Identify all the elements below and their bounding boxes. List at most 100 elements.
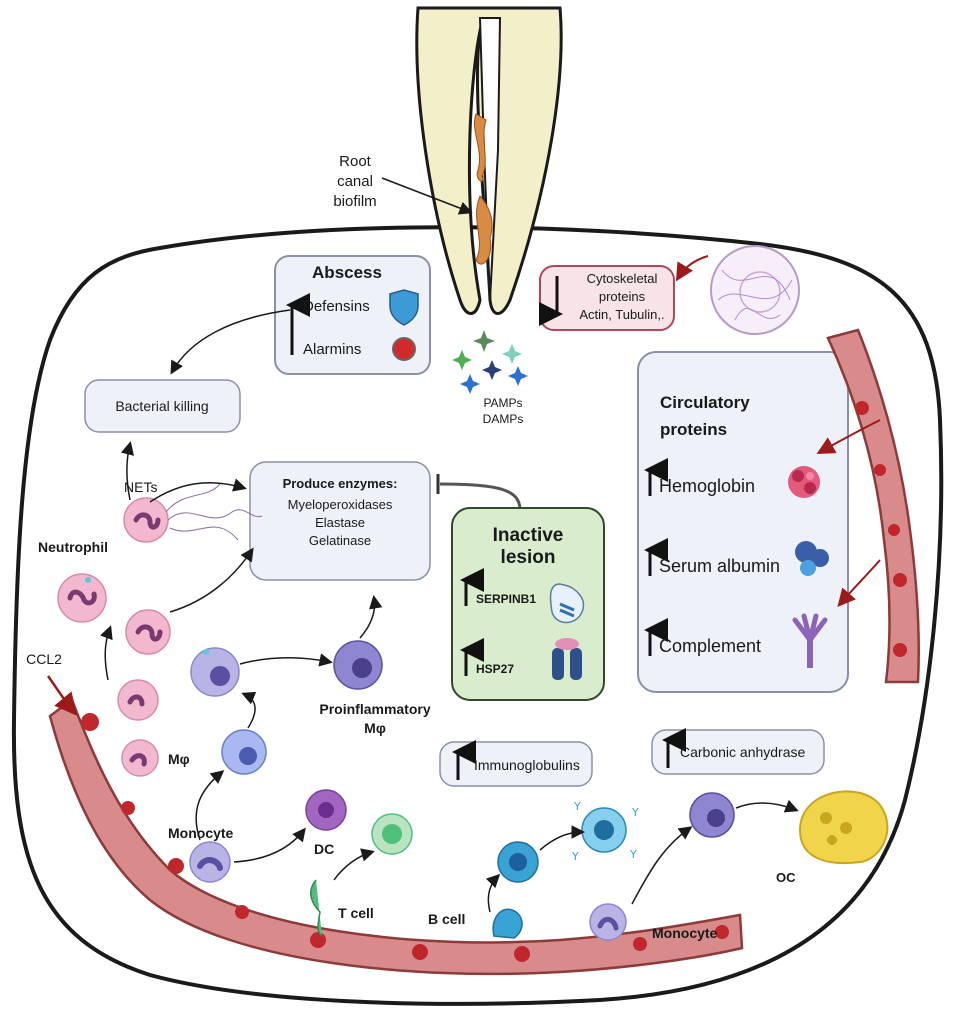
oc-label: OC xyxy=(776,870,796,885)
enzymes-title: Produce enzymes: xyxy=(283,476,398,491)
complement-label: Complement xyxy=(659,636,761,656)
monocyte-cell xyxy=(689,792,735,838)
inactive-lesion-box: Inactive lesion SERPINB1 HSP27 xyxy=(451,507,605,701)
enzyme-gelatinase: Gelatinase xyxy=(309,533,371,548)
circulatory-box: Circulatory proteins Hemoglobin Serum al… xyxy=(637,351,849,693)
serpin-protein-icon xyxy=(549,583,585,624)
red-blood-cell xyxy=(514,946,530,962)
red-blood-cell xyxy=(893,573,907,587)
svg-text:Y: Y xyxy=(629,848,637,861)
albumin-icon xyxy=(795,541,829,576)
neutrophil-label: Neutrophil xyxy=(38,539,108,555)
macrophage-cell xyxy=(221,729,267,775)
pamps-label: PAMPs xyxy=(483,396,522,410)
red-blood-cell xyxy=(888,524,900,536)
monocyte-cell xyxy=(589,903,627,941)
inactive-title-1: Inactive xyxy=(493,525,564,546)
t-cell-label: T cell xyxy=(338,905,374,921)
monocyte-left-label: Monocyte xyxy=(168,825,234,841)
hsp27-label: HSP27 xyxy=(476,662,514,676)
svg-text:Y: Y xyxy=(573,800,581,813)
proinflammatory-label-2: Mφ xyxy=(364,720,386,736)
dendritic-cell xyxy=(305,789,347,831)
root-canal-arrow xyxy=(381,177,473,215)
red-blood-cell xyxy=(633,937,647,951)
neutrophil-cell xyxy=(123,497,169,543)
ccl2-label: CCL2 xyxy=(26,651,62,667)
macrophage-cell xyxy=(190,647,240,697)
proinflammatory-label-1: Proinflammatory xyxy=(319,701,430,717)
nets-label: NETs xyxy=(124,479,157,495)
inactive-title-2: lesion xyxy=(501,547,556,568)
right-blood-vessel xyxy=(826,328,920,684)
root-canal-label-2: canal xyxy=(337,173,373,190)
b-cell-label: B cell xyxy=(428,911,465,927)
monocyte-cell xyxy=(189,841,231,883)
hemoglobin-label: Hemoglobin xyxy=(659,476,755,496)
t-cell xyxy=(310,813,413,937)
svg-text:Y: Y xyxy=(571,850,579,863)
abscess-title: Abscess xyxy=(312,263,382,282)
circulatory-title-1: Circulatory xyxy=(660,393,750,412)
red-blood-cell xyxy=(81,713,99,731)
pamps-stars-icon xyxy=(452,330,528,394)
carbonic-anhydrase-box: Carbonic anhydrase xyxy=(651,728,825,775)
alarm-button-icon xyxy=(392,337,416,361)
vessel-arrow-2 xyxy=(837,559,881,608)
b-cell xyxy=(492,841,539,939)
dc-label: DC xyxy=(314,841,334,857)
neutrophil-cell xyxy=(57,573,107,623)
osteoclast-cell xyxy=(798,790,889,865)
enzyme-elastase: Elastase xyxy=(315,515,365,530)
red-blood-cell xyxy=(855,401,869,415)
biofilm xyxy=(474,113,487,182)
flow-arrows xyxy=(99,441,799,913)
red-blood-cell xyxy=(310,932,326,948)
complement-icon xyxy=(792,613,828,668)
red-blood-cell xyxy=(235,905,249,919)
red-blood-cell xyxy=(715,925,729,939)
serum-albumin-label: Serum albumin xyxy=(659,556,780,576)
alarmins-label: Alarmins xyxy=(303,341,361,358)
inhibition-line xyxy=(439,482,522,511)
tissue-outline xyxy=(11,225,944,1006)
monocyte-right-label: Monocyte xyxy=(652,925,718,941)
root-canal-label-1: Root xyxy=(339,153,372,170)
cytoskeleton-cell-icon xyxy=(710,245,800,335)
root-canal-label-3: biofilm xyxy=(333,193,376,210)
svg-text:Y: Y xyxy=(631,806,639,819)
bacterial-killing-label: Bacterial killing xyxy=(115,398,208,414)
red-blood-cell xyxy=(412,944,428,960)
shield-icon xyxy=(389,289,419,326)
macrophage-label: Mφ xyxy=(168,751,190,767)
cytoskeletal-line-2: proteins xyxy=(599,289,646,304)
serpinb1-label: SERPINB1 xyxy=(476,592,536,606)
red-blood-cell xyxy=(893,643,907,657)
neutrophil-cell xyxy=(121,739,159,777)
enzyme-myeloperoxidases: Myeloperoxidases xyxy=(288,497,393,512)
neutrophil-cell xyxy=(125,609,171,655)
enzymes-box: Produce enzymes: Myeloperoxidases Elasta… xyxy=(249,461,431,581)
defensins-label: Defensins xyxy=(303,298,370,315)
damps-label: DAMPs xyxy=(483,412,524,426)
abscess-box: Abscess Defensins Alarmins xyxy=(274,255,431,375)
immunoglobulins-box: Immunoglobulins xyxy=(439,740,593,787)
bacterial-killing-box: Bacterial killing xyxy=(84,379,241,433)
cyto-arrow xyxy=(675,255,709,282)
vessel-arrow-1 xyxy=(816,419,881,454)
ccl2-arrow xyxy=(46,675,78,716)
tooth xyxy=(415,6,563,315)
cytoskeletal-line-3: Actin, Tubulin,. xyxy=(579,307,664,322)
carbonic-anhydrase-label: Carbonic anhydrase xyxy=(680,744,806,760)
red-blood-cell xyxy=(874,464,886,476)
red-blood-cell xyxy=(121,801,135,815)
abscess-to-killing-arrow xyxy=(170,309,291,375)
red-blood-cell xyxy=(168,858,184,874)
cytoskeletal-line-1: Cytoskeletal xyxy=(587,271,658,286)
circulatory-title-2: proteins xyxy=(660,420,727,439)
nets-fibers xyxy=(165,483,263,541)
serpin-helix xyxy=(559,602,575,618)
proinflammatory-macrophage-cell xyxy=(333,640,383,690)
hemoglobin-icon xyxy=(788,466,820,498)
